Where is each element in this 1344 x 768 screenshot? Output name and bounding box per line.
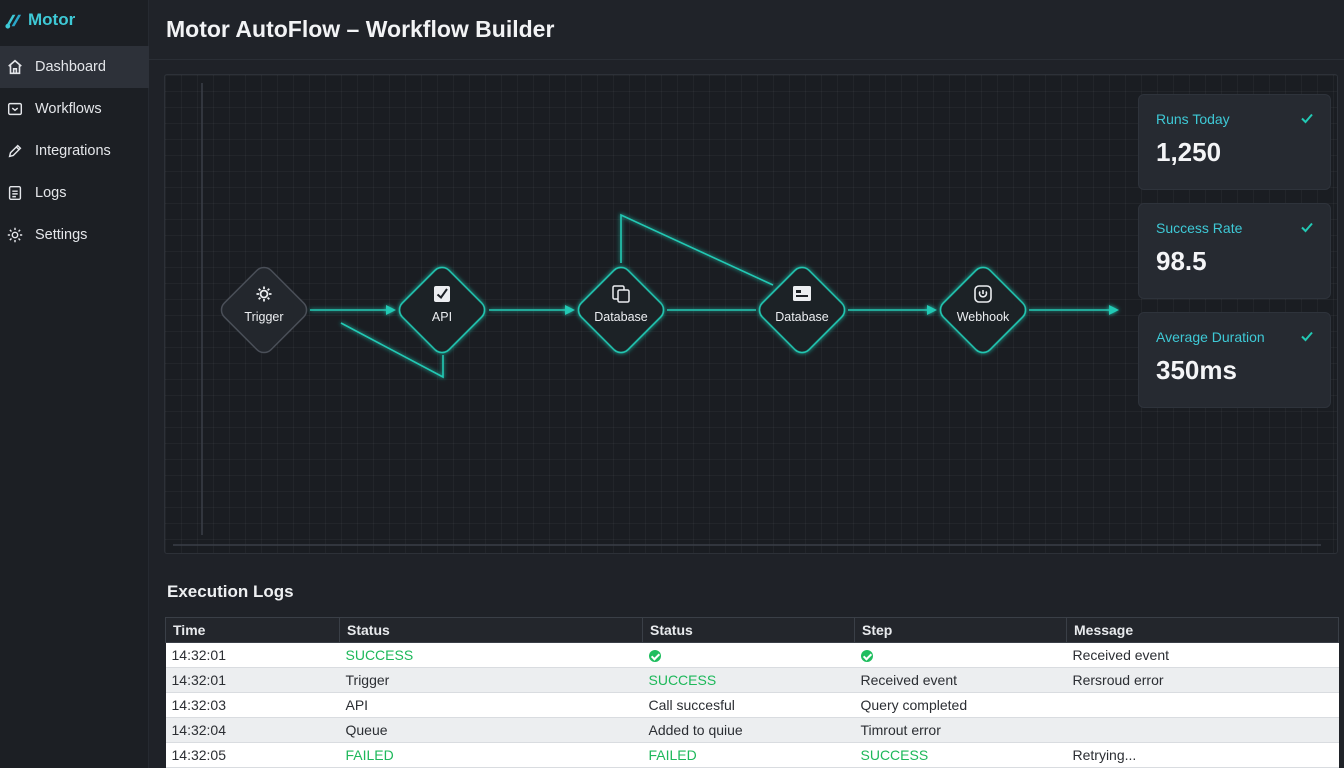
node-label: Database <box>594 310 648 324</box>
cell-message: Retrying... <box>1066 742 1339 768</box>
cell-status-2: FAILED <box>642 742 855 768</box>
table-row[interactable]: 14:32:03 API Call succesful Query comple… <box>165 692 1339 718</box>
stat-value: 98.5 <box>1156 246 1207 276</box>
node-label: API <box>432 310 452 324</box>
sidebar-item-label: Settings <box>35 227 88 243</box>
stat-card-average-duration: Average Duration 350ms <box>1138 312 1331 408</box>
cell-message: Rersroud error <box>1066 667 1339 693</box>
stat-card-success-rate: Success Rate 98.5 <box>1138 203 1331 299</box>
stat-card-runs-today: Runs Today 1,250 <box>1138 94 1331 190</box>
sidebar-item-logs[interactable]: Logs <box>0 172 149 214</box>
success-check-icon <box>648 650 661 663</box>
page-header: Motor AutoFlow – Workflow Builder <box>149 0 1344 60</box>
cell-status-2 <box>642 642 855 668</box>
page-title: Motor AutoFlow – Workflow Builder <box>166 16 555 42</box>
sidebar-item-label: Integrations <box>35 143 111 159</box>
sidebar-nav: Dashboard Workflows Integrations Logs <box>0 46 149 256</box>
sidebar-item-integrations[interactable]: Integrations <box>0 130 149 172</box>
cell-message <box>1066 692 1339 718</box>
check-icon <box>1301 113 1313 124</box>
cell-status: FAILED <box>339 742 643 768</box>
sidebar-item-label: Workflows <box>35 101 102 117</box>
check-icon <box>1301 331 1313 342</box>
cell-status-2: Call succesful <box>642 692 855 718</box>
list-icon <box>8 185 22 201</box>
cell-status: API <box>339 692 643 718</box>
success-check-icon <box>860 650 873 663</box>
cell-time: 14:32:04 <box>165 717 340 743</box>
workflow-node-database-2: Database <box>758 266 846 354</box>
table-row[interactable]: 14:32:05 FAILED FAILED SUCCESS Retrying.… <box>165 742 1339 768</box>
table-row[interactable]: 14:32:04 Queue Added to quiue Timrout er… <box>165 717 1339 743</box>
table-header-row: Time Status Status Step Message <box>165 617 1339 643</box>
checkbox-icon <box>434 286 450 302</box>
stat-label: Average Duration <box>1156 329 1265 345</box>
workflow-node-api: API <box>398 266 486 354</box>
column-header-status-2[interactable]: Status <box>642 617 855 643</box>
stat-value: 1,250 <box>1156 137 1222 167</box>
stat-label: Runs Today <box>1156 111 1230 127</box>
cell-step: Query completed <box>854 692 1067 718</box>
sidebar-item-label: Logs <box>35 185 67 201</box>
execution-logs-table: Time Status Status Step Message 14:32:01… <box>165 617 1339 768</box>
pencil-icon <box>8 144 22 158</box>
workflow-node-trigger: Trigger <box>220 266 308 354</box>
column-header-time[interactable]: Time <box>165 617 340 643</box>
column-header-message[interactable]: Message <box>1066 617 1339 643</box>
connector-branch-database <box>620 213 774 286</box>
table-row[interactable]: 14:32:01 SUCCESS Received event <box>165 642 1339 668</box>
workflow-diagram: Trigger API Database Da <box>173 83 1321 546</box>
cell-message <box>1066 717 1339 743</box>
gear-icon <box>7 227 23 243</box>
cell-status: SUCCESS <box>339 642 643 668</box>
sidebar-item-workflows[interactable]: Workflows <box>0 88 149 130</box>
card-icon <box>793 286 811 301</box>
sidebar: Motor Dashboard Workflows Integrations L… <box>0 0 149 768</box>
cell-status: Trigger <box>339 667 643 693</box>
home-icon <box>8 59 22 75</box>
webhook-icon <box>974 285 992 303</box>
connector-loop-api <box>340 322 444 379</box>
stat-label: Success Rate <box>1156 220 1243 236</box>
node-label: Webhook <box>957 310 1010 324</box>
gear-icon <box>256 286 272 302</box>
copy-icon <box>612 285 630 303</box>
column-header-step[interactable]: Step <box>854 617 1067 643</box>
cell-status-2: SUCCESS <box>642 667 855 693</box>
node-label: Trigger <box>244 310 283 324</box>
sidebar-item-label: Dashboard <box>35 59 106 75</box>
cell-step: SUCCESS <box>854 742 1067 768</box>
cell-message: Received event <box>1066 642 1339 668</box>
cell-time: 14:32:01 <box>165 642 340 668</box>
sidebar-item-settings[interactable]: Settings <box>0 214 149 256</box>
cell-status: Queue <box>339 717 643 743</box>
brand-name: Motor <box>28 10 76 29</box>
cell-time: 14:32:01 <box>165 667 340 693</box>
workflow-node-database-1: Database <box>577 266 665 354</box>
table-row[interactable]: 14:32:01 Trigger SUCCESS Received event … <box>165 667 1339 693</box>
workflow-node-webhook: Webhook <box>939 266 1027 354</box>
cell-step: Received event <box>854 667 1067 693</box>
column-header-status[interactable]: Status <box>339 617 643 643</box>
cell-step: Timrout error <box>854 717 1067 743</box>
cell-time: 14:32:03 <box>165 692 340 718</box>
stat-value: 350ms <box>1156 355 1237 385</box>
check-icon <box>1301 222 1313 233</box>
cell-time: 14:32:05 <box>165 742 340 768</box>
inbox-icon <box>7 102 23 116</box>
logs-title: Execution Logs <box>167 582 294 601</box>
node-label: Database <box>775 310 829 324</box>
sidebar-item-dashboard[interactable]: Dashboard <box>0 46 149 88</box>
motor-logo-icon <box>5 14 22 29</box>
cell-status-2: Added to quiue <box>642 717 855 743</box>
cell-step <box>854 642 1067 668</box>
brand-logo[interactable]: Motor <box>4 8 75 32</box>
